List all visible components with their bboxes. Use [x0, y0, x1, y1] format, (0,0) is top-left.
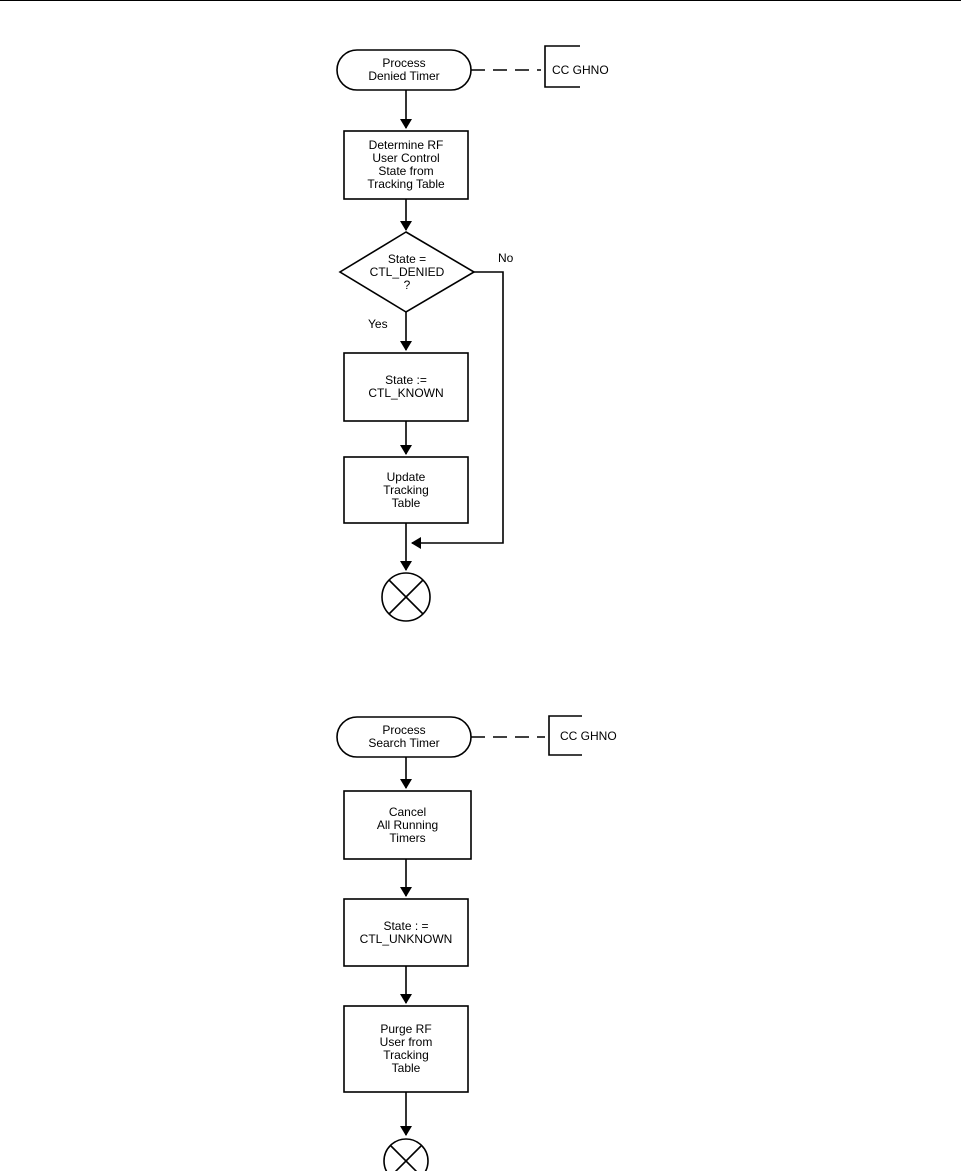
d2-step2-label: State : = CTL_UNKNOWN — [359, 918, 453, 946]
d2-step3-label: Purge RF User from Tracking Table — [379, 1022, 433, 1075]
d1-no-branch-line — [411, 271, 504, 549]
d2-step1-box — [343, 790, 472, 860]
d1-annotation-label: CC GHNO — [552, 62, 609, 77]
d2-start-label: Process Search Timer — [368, 723, 440, 750]
d1-start-label: Process Denied Timer — [368, 56, 440, 83]
d2-step3-box — [343, 1005, 469, 1093]
d1-yes-label: Yes — [368, 317, 388, 331]
d1-no-label: No — [498, 251, 514, 265]
d2-end-connector — [383, 1138, 429, 1171]
d1-step3-label: Update Tracking Table — [383, 469, 429, 510]
d1-step2-label: State := CTL_KNOWN — [368, 373, 444, 400]
d1-step2-box — [343, 352, 469, 422]
d1-step1-label: Determine RF User Control State from Tra… — [367, 138, 445, 191]
d2-annotation-label: CC GHNO — [560, 728, 617, 743]
d2-step1-label: Cancel All Running Timers — [376, 804, 439, 845]
page-top-rule — [0, 0, 961, 1]
d1-annotation-bracket — [544, 45, 580, 88]
d2-annotation-bracket — [548, 715, 582, 756]
d1-step3-box — [343, 456, 469, 524]
d1-decision-label: State = CTL_DENIED ? — [369, 251, 445, 292]
